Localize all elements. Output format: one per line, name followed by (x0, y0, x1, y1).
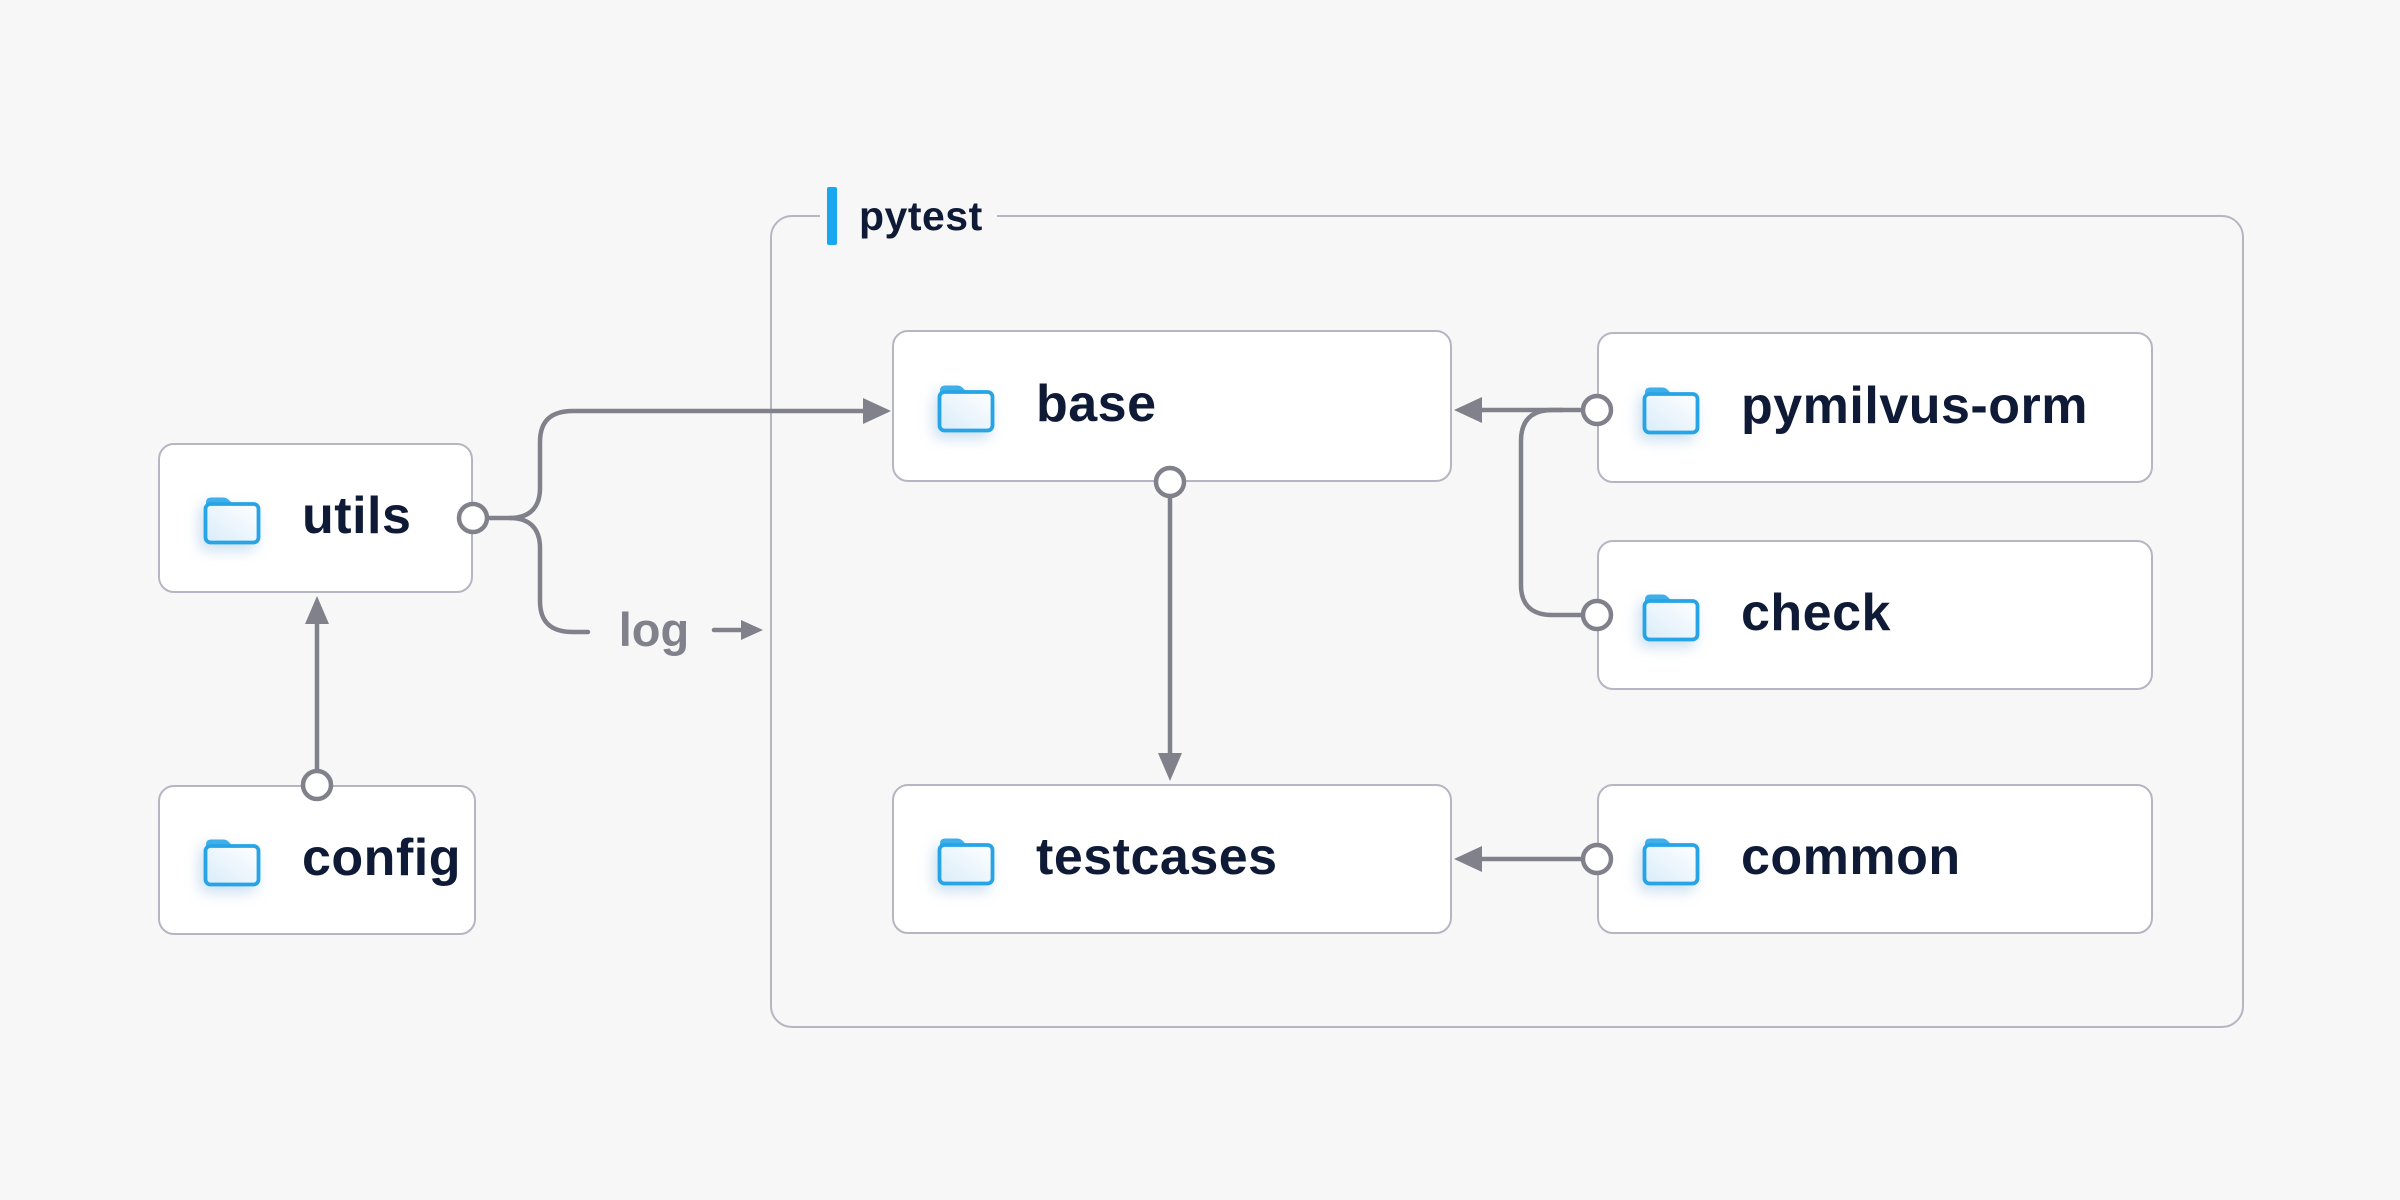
folder-icon (203, 497, 261, 545)
node-pymilvus-orm: pymilvus-orm (1597, 332, 2153, 483)
node-label: common (1741, 828, 1961, 886)
node-testcases: testcases (892, 784, 1452, 934)
node-label: testcases (1036, 828, 1278, 886)
node-label: config (302, 829, 461, 887)
arrowhead-into-utils (305, 596, 329, 624)
arrowhead-log (741, 620, 763, 640)
node-common: common (1597, 784, 2153, 934)
folder-icon (937, 385, 995, 433)
node-label: base (1036, 375, 1157, 433)
folder-icon (1642, 594, 1700, 642)
folder-icon (1642, 387, 1700, 434)
node-config: config (158, 785, 476, 935)
pytest-group-label: pytest (820, 185, 997, 247)
edge-label-log: log (618, 603, 690, 656)
folder-icon (937, 838, 995, 886)
edge-utils-to-log (507, 515, 591, 635)
folder-icon (203, 839, 261, 887)
pytest-group-box (770, 215, 2244, 1028)
accent-bar-icon (827, 187, 837, 245)
node-label: utils (302, 487, 412, 545)
node-utils: utils (158, 443, 473, 593)
node-label: pymilvus-orm (1741, 376, 2088, 435)
node-check: check (1597, 540, 2153, 690)
folder-icon (1642, 838, 1700, 886)
node-base: base (892, 330, 1452, 482)
node-label: check (1741, 584, 1891, 642)
pytest-group-title: pytest (859, 193, 983, 239)
